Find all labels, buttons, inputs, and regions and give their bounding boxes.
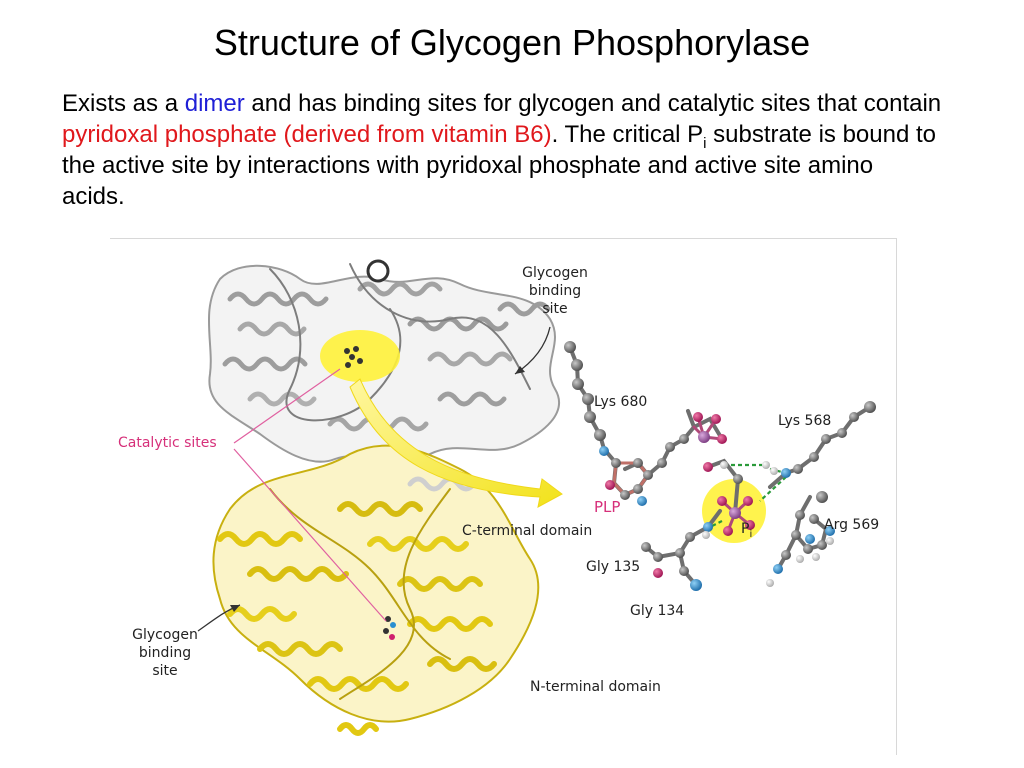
plp-label: PLP [594, 498, 620, 516]
catalytic-ligand-top [344, 346, 363, 368]
catalytic-ligand-bottom [383, 616, 396, 640]
active-site-model: Lys 680 Lys 568 PLP Pi Arg 569 Gly 135 G… [564, 341, 879, 619]
c-terminal-domain-label: C-terminal domain [462, 523, 592, 539]
svg-text:binding: binding [139, 645, 191, 661]
pyridoxal-phosphate-term: pyridoxal phosphate (derived from vitami… [62, 121, 552, 148]
n-terminal-domain-label: N-terminal domain [530, 679, 661, 695]
body-text-part-2: and has binding sites for glycogen and c… [244, 90, 942, 117]
lower-subunit-ribbon [212, 444, 540, 736]
arg569-label: Arg 569 [824, 517, 879, 533]
gly135-label: Gly 135 [586, 559, 640, 575]
svg-text:Glycogen: Glycogen [522, 265, 588, 281]
catalytic-sites-label: Catalytic sites [118, 435, 217, 451]
body-text-part-4: substrate is bound to the active site by… [62, 121, 936, 210]
figure-svg: Catalytic sites Glycogen binding site Gl… [118, 259, 879, 736]
glycogen-site-bottom-label: Glycogen binding site [132, 604, 241, 679]
glycogen-site-top-label: Glycogen binding site [514, 265, 588, 375]
svg-text:Glycogen: Glycogen [132, 627, 198, 643]
lys568-label: Lys 568 [778, 413, 831, 429]
zoom-arrow [349, 378, 563, 508]
catalytic-sites-leader-lines [233, 368, 387, 622]
body-text-part-1: Exists as a [62, 90, 185, 117]
lys680-label: Lys 680 [594, 394, 647, 410]
slide-body-text: Exists as a dimer and has binding sites … [62, 88, 942, 212]
glycogen-phosphorylase-figure: Catalytic sites Glycogen binding site Gl… [110, 238, 897, 755]
svg-text:site: site [542, 301, 567, 317]
body-text-part-3: . The critical P [551, 121, 704, 148]
pi-label: Pi [741, 521, 752, 540]
svg-text:site: site [152, 663, 177, 679]
svg-text:binding: binding [529, 283, 581, 299]
pi-subscript: i [703, 134, 707, 152]
dimer-term: dimer [184, 90, 245, 117]
slide-title: Structure of Glycogen Phosphorylase [213, 22, 811, 63]
gly134-label: Gly 134 [630, 603, 684, 619]
